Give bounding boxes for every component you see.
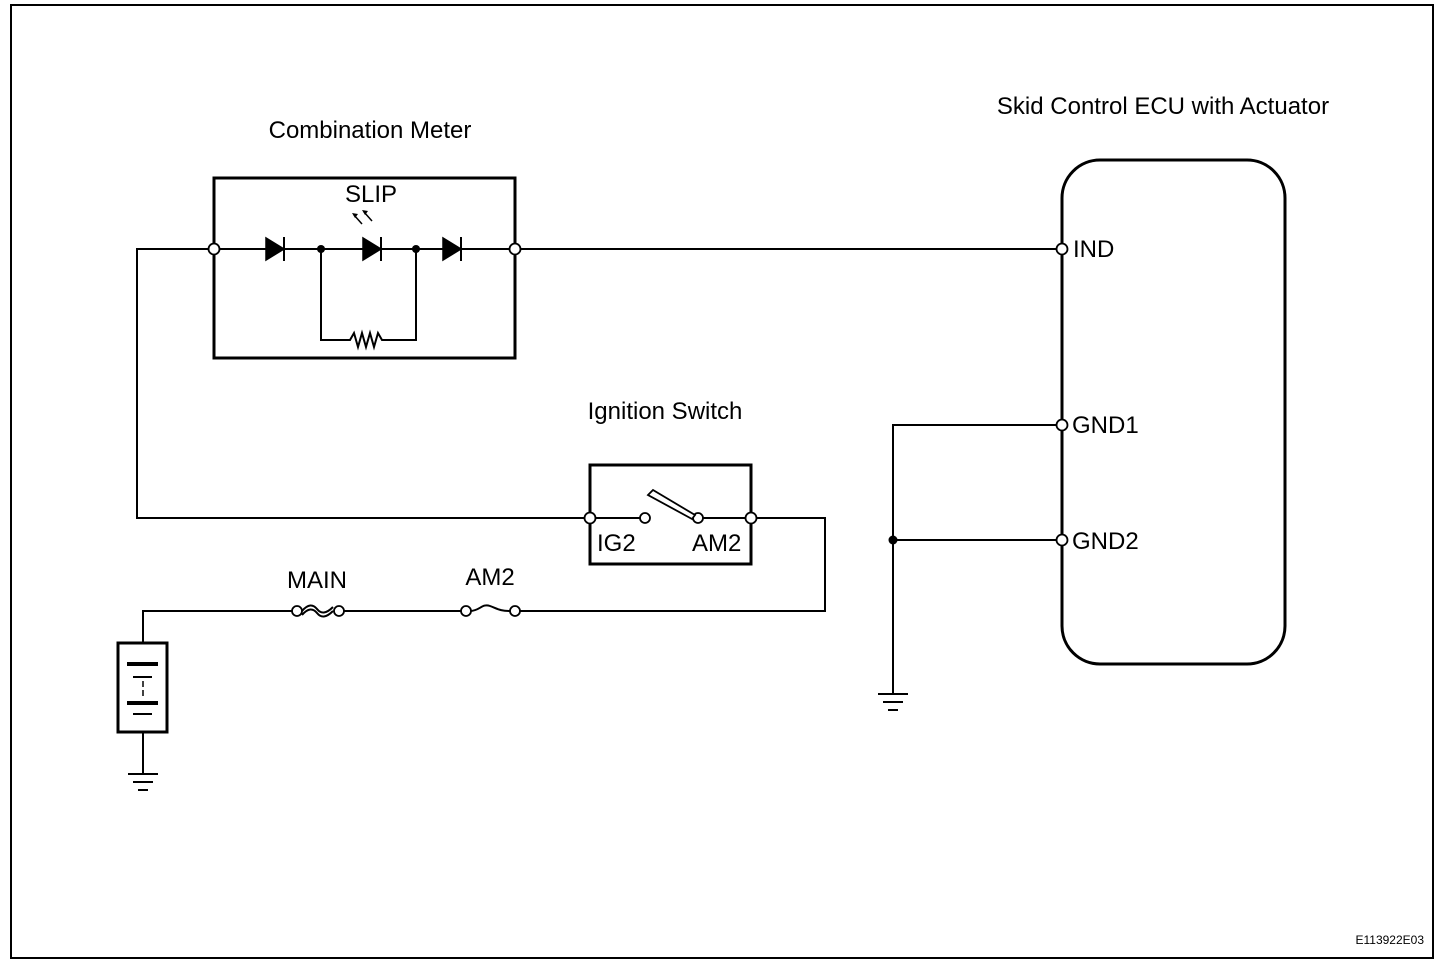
slip-label: SLIP (345, 181, 397, 208)
main-fuse: MAIN (287, 567, 347, 618)
combination-meter: Combination Meter SLIP (207, 117, 522, 360)
am2-terminal (744, 511, 758, 525)
gnd2-pin-label: GND2 (1072, 528, 1139, 555)
diagram-frame (10, 4, 1434, 959)
ig2-terminal (583, 511, 597, 525)
ecu-ground-icon (878, 693, 908, 711)
ecu-label: Skid Control ECU with Actuator (997, 93, 1329, 120)
wire-gnd1 (892, 424, 1057, 693)
wire-ig2 (136, 248, 585, 519)
ind-pin-label: IND (1073, 236, 1114, 263)
meter-terminal-right (508, 242, 522, 256)
diode-1 (265, 236, 286, 262)
meter-terminal-left (207, 242, 221, 256)
am2-pin-label: AM2 (692, 530, 741, 557)
gnd2-terminal (1055, 533, 1069, 547)
ind-terminal (1055, 242, 1069, 256)
am2-fuse-label: AM2 (465, 564, 514, 591)
ignition-switch-label: Ignition Switch (588, 398, 743, 425)
light-emission-arrows-icon (352, 210, 373, 225)
main-fuse-label: MAIN (287, 567, 347, 594)
battery-ground-icon (128, 773, 158, 791)
wire-am2 (520, 517, 826, 612)
ig2-pin-label: IG2 (597, 530, 636, 557)
figure-code: E113922E03 (1355, 933, 1424, 947)
battery-icon (116, 641, 169, 734)
am2-fuse: AM2 (460, 564, 521, 617)
slip-led (362, 236, 383, 262)
gnd1-pin-label: GND1 (1072, 412, 1139, 439)
diode-3 (442, 236, 463, 262)
ecu-box (1060, 158, 1287, 666)
switch-lever (646, 488, 697, 521)
combination-meter-label: Combination Meter (269, 117, 472, 144)
gnd1-terminal (1055, 418, 1069, 432)
gnd-junction (888, 535, 898, 545)
ignition-switch: Ignition Switch IG2 AM2 (583, 398, 758, 566)
resistor (320, 249, 417, 351)
skid-control-ecu: Skid Control ECU with Actuator IND GND1 … (997, 93, 1329, 666)
combination-meter-box (212, 176, 517, 360)
